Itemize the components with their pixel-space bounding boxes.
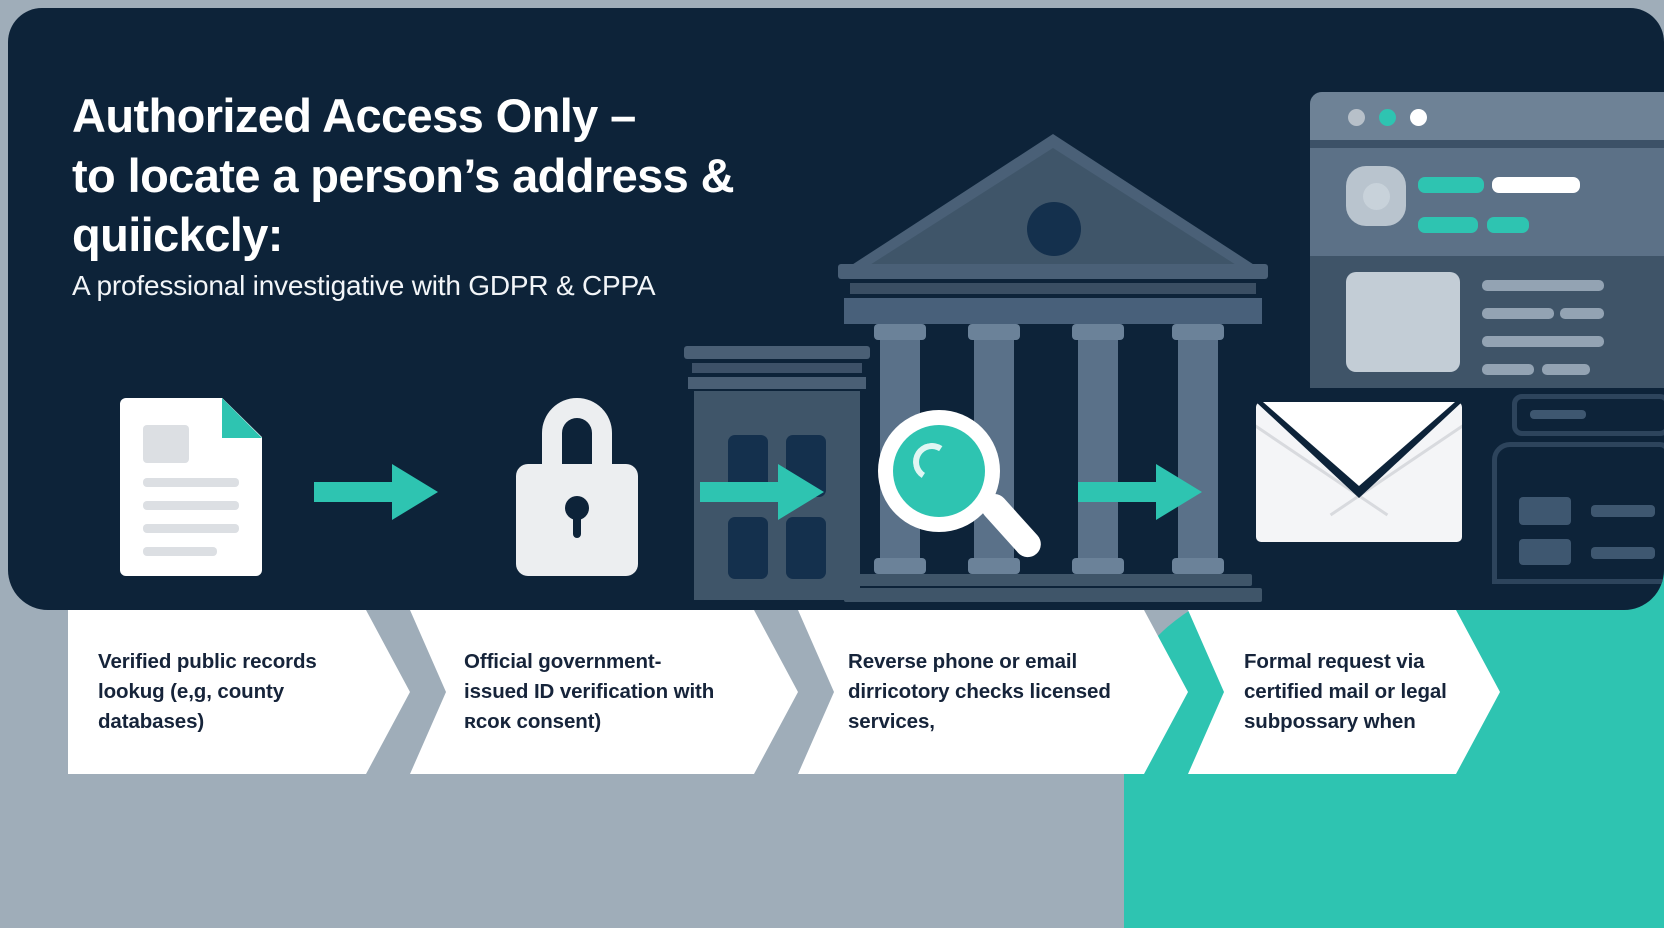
- browser-toolbar-divider: [1310, 140, 1664, 148]
- building-roof-low: [688, 377, 866, 389]
- lock-keyhole: [565, 496, 589, 538]
- browser-window-mockup: [1310, 92, 1664, 388]
- courthouse-oculus: [1027, 202, 1081, 256]
- building-roof-mid: [692, 363, 862, 373]
- id-card-chip: [1519, 497, 1571, 525]
- process-card-4[interactable]: Formal request via certified mail or leg…: [1188, 610, 1500, 774]
- lock-shackle: [542, 398, 612, 482]
- window-dot-white-icon: [1410, 109, 1427, 126]
- content-line-5: [1482, 364, 1534, 375]
- content-line-4: [1482, 336, 1604, 347]
- courthouse-step: [854, 574, 1252, 586]
- id-card-tab-line: [1530, 410, 1586, 419]
- magnifier-ring: [878, 410, 1000, 532]
- browser-profile-row: [1310, 148, 1664, 256]
- courthouse-column: [1172, 324, 1224, 574]
- placeholder-pill-white: [1492, 177, 1580, 193]
- id-card-line: [1591, 505, 1655, 517]
- process-card-2-text: Official government-issued ID verificati…: [464, 649, 715, 734]
- process-card-4-text: Formal request via certified mail or leg…: [1244, 649, 1447, 734]
- courthouse-column: [1072, 324, 1124, 574]
- building-window: [728, 517, 768, 579]
- document-icon: [120, 398, 262, 576]
- envelope-icon: [1256, 402, 1462, 542]
- arrow-right-icon: [1078, 462, 1202, 522]
- window-dot-gray-icon: [1348, 109, 1365, 126]
- browser-content-row: [1310, 256, 1664, 388]
- id-card-icon: [1480, 394, 1664, 584]
- content-line-3: [1560, 308, 1604, 319]
- building-roof-top: [684, 346, 870, 359]
- hero-panel: Authorized Access Only – to locate a per…: [8, 8, 1664, 610]
- magnifier-glint: [909, 439, 955, 485]
- arrow-right-icon: [700, 462, 824, 522]
- headline-block: Authorized Access Only – to locate a per…: [72, 86, 872, 303]
- magnifier-icon: [878, 410, 1047, 576]
- window-dot-green-icon: [1379, 109, 1396, 126]
- id-card-line: [1591, 547, 1655, 559]
- avatar-inner: [1363, 183, 1390, 210]
- content-thumbnail: [1346, 272, 1460, 372]
- content-line-6: [1542, 364, 1590, 375]
- document-text-line: [143, 478, 239, 487]
- id-card-body: [1492, 442, 1664, 584]
- courthouse-step: [844, 588, 1262, 602]
- document-text-line: [143, 547, 217, 556]
- lock-body: [516, 464, 638, 576]
- process-card-3-text: Reverse phone or email dirricotory check…: [848, 649, 1111, 734]
- process-card-1-text: Verified public records lookug (e,g, cou…: [98, 649, 317, 734]
- process-flow-row: [8, 134, 1664, 602]
- avatar: [1346, 166, 1406, 226]
- government-building-icon: [838, 134, 1268, 602]
- placeholder-pill-teal-1: [1418, 177, 1484, 193]
- placeholder-pill-teal-3: [1487, 217, 1529, 233]
- document-folded-corner: [222, 398, 262, 438]
- process-card-3[interactable]: Reverse phone or email dirricotory check…: [798, 610, 1188, 774]
- content-line-1: [1482, 280, 1604, 291]
- document-text-line: [143, 524, 239, 533]
- document-thumbnail-block: [143, 425, 189, 463]
- content-line-2: [1482, 308, 1554, 319]
- magnifier-lens: [893, 425, 985, 517]
- document-text-line: [143, 501, 239, 510]
- process-card-2[interactable]: Official government-issued ID verificati…: [410, 610, 798, 774]
- id-card-chip: [1519, 539, 1571, 565]
- page-subtitle: A professional investigative with GDPR &…: [72, 270, 656, 302]
- arrow-right-icon: [314, 462, 438, 522]
- courthouse-architrave-2: [850, 283, 1256, 294]
- id-card-tab: [1512, 394, 1664, 436]
- courthouse-architrave-3: [844, 298, 1262, 324]
- process-caption-row: Verified public records lookug (e,g, cou…: [0, 610, 1664, 780]
- courthouse-architrave-1: [838, 264, 1268, 279]
- process-card-1[interactable]: Verified public records lookug (e,g, cou…: [68, 610, 410, 774]
- placeholder-pill-teal-2: [1418, 217, 1478, 233]
- page-title: Authorized Access Only – to locate a per…: [72, 89, 735, 262]
- browser-titlebar: [1310, 92, 1664, 140]
- lock-icon: [516, 398, 638, 576]
- building-window: [786, 517, 826, 579]
